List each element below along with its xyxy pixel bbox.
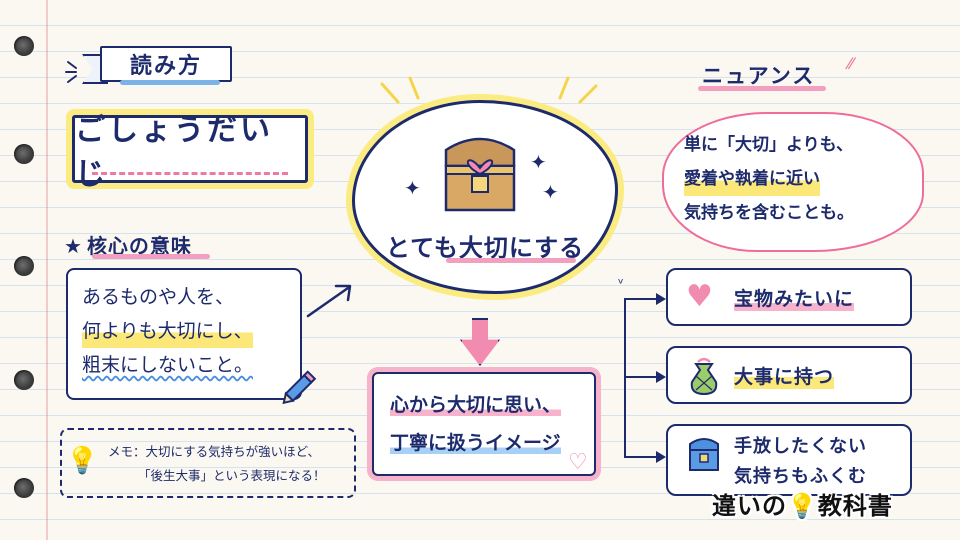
pencil-icon [282,370,317,405]
nuance-card-treasure: ♥ 宝物みたいに [666,268,912,326]
image-description-box: 心から大切に思い、 丁寧に扱うイメージ [372,372,596,476]
memo-line-2: 「後生大事」という表現になる！ [138,468,326,483]
treasure-chest-icon [689,438,719,471]
binder-hole [14,370,34,390]
nuance-line-1: 単に「大切」よりも、 [684,135,854,155]
reading-label-underline [120,80,220,85]
image-description-line-1: 心から大切に思い、 [390,394,562,416]
nuance-line-3: 気持ちを含むことも。 [684,203,854,223]
branch-arrow-2 [624,371,666,383]
reading-dashed-underline [92,172,288,175]
branch-arrow-1 [624,293,666,305]
card-label-line-1: 手放したくない [734,436,867,457]
logo-bulb-icon: 💡 [787,492,818,520]
nuance-box: 単に「大切」よりも、 愛着や執着に近い 気持ちを含むことも。 [662,112,924,252]
reading-value-box: ごしょうだいじ [72,113,308,192]
sparkle-icon: ✦ [404,176,421,200]
sparkle-rays-icon [380,76,598,104]
card-label: 宝物みたいに [734,283,855,311]
heart-outline-icon: ♡ [568,450,588,475]
image-description-line-2: 丁寧に扱うイメージ [390,432,561,454]
nuance-card-keep: 手放したくない 気持ちもふくむ [666,424,912,496]
branch-arrow-3 [624,451,666,463]
site-logo: 違いの💡教科書 [712,486,893,521]
memo-line-1: メモ：大切にする気持ちが強いほど、 [108,444,321,459]
nuance-line-2: 愛着や執着に近い [684,162,820,196]
core-meaning-box: あるものや人を、 何よりも大切にし、 粗末にしないこと。 [66,268,302,400]
card-label: 大事に持つ [734,361,835,389]
main-concept-underline [446,258,576,263]
down-arrow-icon [460,318,500,366]
sparkle-lines-icon: ᵛ [618,276,624,292]
heart-icon: ♥ [686,279,714,314]
memo-box: メモ：大切にする気持ちが強いほど、 「後生大事」という表現になる！ [60,428,356,498]
pouch-icon [690,357,718,396]
binder-hole [14,36,34,56]
arrow-to-cloud-icon [306,284,352,318]
core-meaning-line-1: あるものや人を、 [82,286,235,308]
nuance-card-cherish: 大事に持つ [666,346,912,404]
core-meaning-line-2: 何よりも大切にし、 [82,314,253,348]
binder-hole [14,256,34,276]
lightbulb-icon: 💡 [66,446,99,476]
sparkle-icon: ✦ [530,150,547,174]
logo-text-left: 違いの [712,492,787,520]
nuance-title: ニュアンス [702,64,816,88]
star-icon: ★ [64,234,83,258]
core-meaning-line-3: 粗末にしないこと。 [82,354,254,376]
branch-connector [624,298,626,458]
nuance-underline [698,86,826,91]
card-label-block: 手放したくない 気持ちもふくむ [734,432,867,492]
sparkle-icon: ✦ [542,180,559,204]
main-concept-text: とても大切にする [385,234,585,262]
binder-hole [14,144,34,164]
logo-text-right: 教科書 [817,492,893,520]
sparkle-lines-icon: ⁄⁄ [848,54,854,73]
reading-value: ごしょうだいじ [75,113,273,192]
core-meaning-underline [92,254,210,259]
sparkle-lines-icon [65,61,77,83]
treasure-chest-heart-icon [444,137,516,212]
card-label-line-2: 気持ちもふくむ [734,466,867,487]
binder-hole [14,478,34,498]
reading-label: 読み方 [100,46,232,82]
